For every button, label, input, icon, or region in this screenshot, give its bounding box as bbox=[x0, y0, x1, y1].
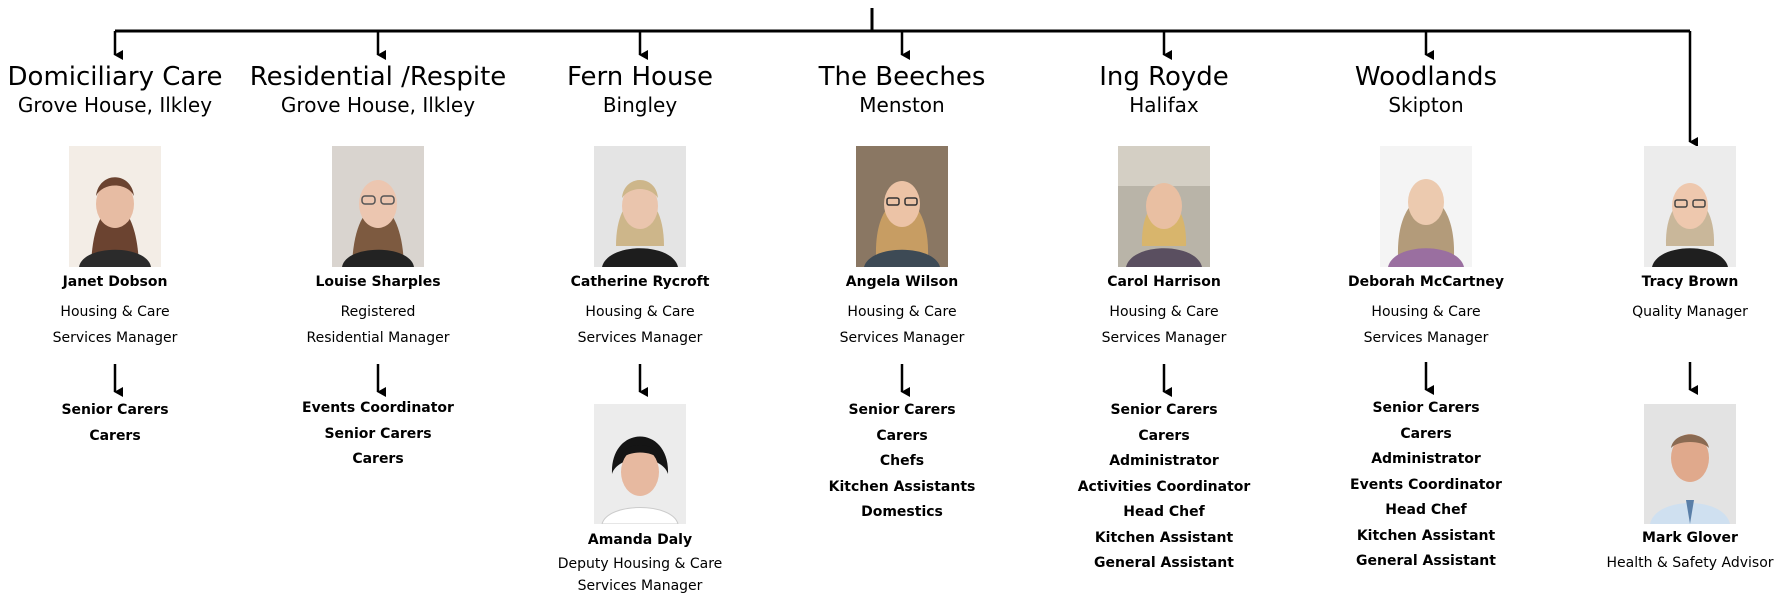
role-line: Quality Manager bbox=[1632, 304, 1748, 320]
column-subtitle: Menston bbox=[859, 93, 945, 117]
staff-list: Senior Carers Carers Administrator Activ… bbox=[1029, 398, 1299, 577]
person-name: Deborah McCartney bbox=[1347, 274, 1505, 290]
person-role: Registered Residential Manager bbox=[243, 299, 513, 351]
staff-item: Senior Carers bbox=[61, 402, 169, 418]
column-title: The Beeches bbox=[818, 62, 986, 92]
staff-list: Events Coordinator Senior Carers Carers bbox=[243, 396, 513, 473]
role-line: Services Manager bbox=[1101, 330, 1227, 346]
staff-item: Chefs bbox=[879, 453, 925, 469]
photo-deborah-mccartney bbox=[1380, 146, 1472, 267]
person-role: Quality Manager bbox=[1555, 299, 1782, 325]
photo-louise-sharples bbox=[332, 146, 424, 267]
person-role: Housing & Care Services Manager bbox=[767, 299, 1037, 351]
column-title: Woodlands bbox=[1354, 62, 1498, 92]
staff-item: General Assistant bbox=[1356, 553, 1496, 569]
column-subtitle: Grove House, Ilkley bbox=[280, 93, 476, 117]
person-name: Louise Sharples bbox=[315, 274, 441, 290]
staff-item: Senior Carers bbox=[848, 402, 956, 418]
photo-janet-dobson bbox=[69, 146, 161, 267]
staff-item: Head Chef bbox=[1385, 502, 1467, 518]
person-role: Housing & Care Services Manager bbox=[0, 299, 250, 351]
staff-item: Events Coordinator bbox=[1350, 476, 1502, 493]
photo-mark-glover bbox=[1644, 404, 1736, 524]
person-name: Carol Harrison bbox=[1107, 274, 1221, 290]
role-line: Housing & Care bbox=[60, 304, 170, 320]
staff-item: Head Chef bbox=[1123, 504, 1205, 520]
role-line: Residential Manager bbox=[306, 330, 450, 346]
role-line: Housing & Care bbox=[1109, 304, 1219, 320]
role-line: Services Manager bbox=[1363, 330, 1489, 346]
staff-item: Carers bbox=[1400, 425, 1452, 442]
column-subtitle: Skipton bbox=[1388, 93, 1464, 117]
staff-list: Senior Carers Carers Chefs Kitchen Assis… bbox=[767, 398, 1037, 526]
staff-item: Kitchen Assistants bbox=[828, 478, 976, 495]
staff-item: Carers bbox=[1138, 427, 1190, 444]
staff-item: Events Coordinator bbox=[302, 400, 454, 416]
role-line: Deputy Housing & Care bbox=[557, 556, 723, 572]
staff-item: Administrator bbox=[1371, 451, 1481, 467]
staff-item: Carers bbox=[876, 427, 928, 444]
person-name: Catherine Rycroft bbox=[570, 274, 710, 290]
staff-item: Senior Carers bbox=[1372, 400, 1480, 416]
column-title: Fern House bbox=[567, 62, 713, 92]
person-role: Housing & Care Services Manager bbox=[1029, 299, 1299, 351]
staff-item: Kitchen Assistant bbox=[1094, 529, 1234, 546]
staff-item: Administrator bbox=[1109, 453, 1219, 469]
column-title: Ing Royde bbox=[1099, 62, 1229, 92]
column-title: Domiciliary Care bbox=[7, 62, 223, 92]
staff-item: General Assistant bbox=[1094, 555, 1234, 571]
person-name: Janet Dobson bbox=[62, 274, 168, 290]
person2-name: Amanda Daly bbox=[587, 532, 693, 548]
person-role: Housing & Care Services Manager bbox=[1291, 299, 1561, 351]
photo-carol-harrison bbox=[1118, 146, 1210, 267]
staff-list: Senior Carers Carers bbox=[0, 398, 250, 449]
column-subtitle: Grove House, Ilkley bbox=[17, 93, 213, 117]
person-role: Housing & Care Services Manager bbox=[505, 299, 775, 351]
person2-role: Deputy Housing & Care Services Manager bbox=[505, 553, 775, 597]
role-line: Housing & Care bbox=[847, 304, 957, 320]
column-subtitle: Bingley bbox=[602, 93, 678, 117]
staff-item: Domestics bbox=[861, 504, 943, 520]
photo-tracy-brown bbox=[1644, 146, 1736, 267]
role-line: Services Manager bbox=[839, 330, 965, 346]
staff-item: Kitchen Assistant bbox=[1356, 527, 1496, 544]
photo-angela-wilson bbox=[856, 146, 948, 267]
photo-amanda-daly bbox=[594, 404, 686, 524]
person2-name: Mark Glover bbox=[1642, 530, 1738, 546]
column-title: Residential /Respite bbox=[249, 62, 507, 92]
staff-list: Senior Carers Carers Administrator Event… bbox=[1291, 396, 1561, 575]
staff-item: Activities Coordinator bbox=[1077, 478, 1251, 495]
person2-role: Health & Safety Advisor bbox=[1555, 552, 1782, 574]
role-line: Services Manager bbox=[52, 330, 178, 346]
photo-catherine-rycroft bbox=[594, 146, 686, 267]
staff-item: Senior Carers bbox=[1110, 402, 1218, 418]
staff-item: Carers bbox=[352, 451, 404, 467]
person-name: Angela Wilson bbox=[845, 274, 959, 290]
staff-item: Carers bbox=[89, 427, 141, 444]
role-line: Services Manager bbox=[577, 330, 703, 346]
staff-item: Senior Carers bbox=[324, 425, 432, 442]
column-subtitle: Halifax bbox=[1129, 93, 1199, 117]
role-line: Registered bbox=[340, 304, 416, 320]
role-line: Housing & Care bbox=[585, 304, 695, 320]
role-line: Services Manager bbox=[577, 578, 703, 594]
person-name: Tracy Brown bbox=[1641, 274, 1739, 290]
role-line: Housing & Care bbox=[1371, 304, 1481, 320]
role-line: Health & Safety Advisor bbox=[1606, 555, 1774, 571]
